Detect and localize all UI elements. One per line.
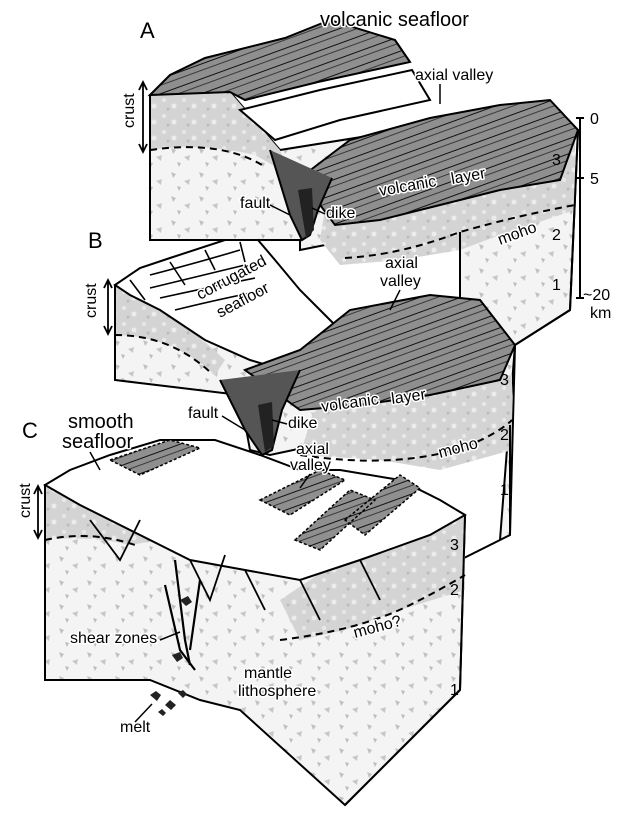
- panel-c-axial-label-2: valley: [290, 457, 331, 474]
- panel-a-volcanic-seafloor-label: volcanic seafloor: [320, 9, 469, 31]
- panel-c-letter: C: [22, 418, 38, 443]
- panel-c-axial-label-1: axial: [296, 441, 329, 458]
- depth-scale: 0 5 ~20 km: [576, 111, 611, 322]
- panel-c-layer-2: 2: [450, 582, 459, 599]
- panel-b-dike-label: dike: [288, 415, 317, 432]
- crust-arrow-b: [104, 280, 112, 334]
- panel-a-layer-3: 3: [552, 152, 561, 169]
- panel-b-layer-1: 1: [500, 482, 509, 499]
- panel-a-crust-label: crust: [121, 93, 138, 128]
- panel-a-layer-2: 2: [552, 227, 561, 244]
- panel-c-crust-label: crust: [17, 483, 34, 518]
- panel-c-layer-3: 3: [450, 537, 459, 554]
- panel-b-crust-label: crust: [83, 283, 100, 318]
- panel-c-smooth-label-1: smooth: [68, 411, 134, 433]
- panel-c-mantle-label-2: lithosphere: [238, 683, 316, 700]
- panel-c-mantle-label-1: mantle: [244, 665, 292, 682]
- depth-unit: km: [590, 305, 611, 322]
- panel-a-fault-label: fault: [240, 195, 271, 212]
- depth-label-20: ~20: [583, 287, 610, 304]
- panel-a-dike-label: dike: [326, 205, 355, 222]
- panel-b-fault-label: fault: [188, 405, 219, 422]
- panel-b-axial-label-1: axial: [385, 255, 418, 272]
- panel-c-shear-zones-label: shear zones: [70, 630, 157, 647]
- panel-a-letter: A: [140, 18, 155, 43]
- depth-label-0: 0: [590, 111, 599, 128]
- panel-a-layer-1: 1: [552, 277, 561, 294]
- depth-label-5: 5: [590, 171, 599, 188]
- panel-c-smooth-label-2: seafloor: [62, 431, 133, 453]
- crust-arrow-a: [139, 82, 147, 152]
- panel-c-layer-1: 1: [450, 682, 459, 699]
- panel-b-layer-3: 3: [500, 372, 509, 389]
- panel-c: [45, 440, 465, 805]
- panel-a-axial-valley-label: axial valley: [415, 67, 493, 84]
- crust-arrow-c: [34, 486, 42, 538]
- panel-b-letter: B: [88, 228, 103, 253]
- panel-b-layer-2: 2: [500, 427, 509, 444]
- panel-b-axial-label-2: valley: [380, 273, 421, 290]
